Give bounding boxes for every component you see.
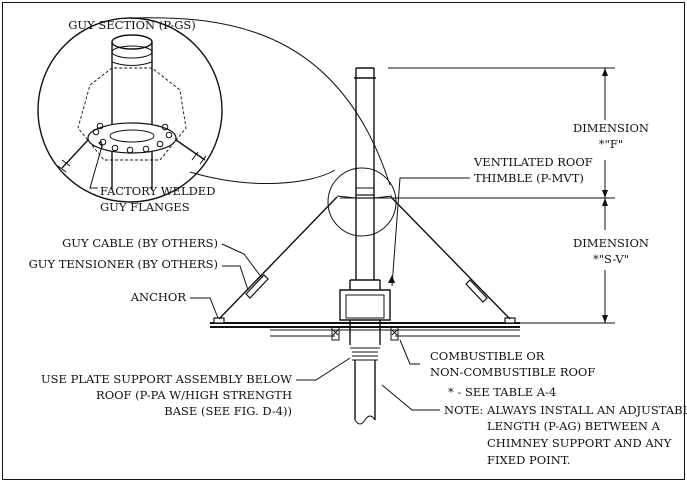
combustible-roof-label-1: COMBUSTIBLE OR [430,349,545,363]
plate-support-label-3: BASE (SEE FIG. D-4)) [164,404,292,418]
dimension-f-label-1: DIMENSION [573,121,649,135]
plate-support-label-1: USE PLATE SUPPORT ASSEMBLY BELOW [41,372,292,386]
note-line-2: LENGTH (P-AG) BETWEEN A [487,419,661,433]
factory-welded-label: FACTORY WELDED [100,184,215,198]
guy-cable-label: GUY CABLE (BY OTHERS) [62,236,218,250]
note-line-1: NOTE: ALWAYS INSTALL AN ADJUSTABLE [444,403,687,417]
dimension-sv-label-2: *"S-V" [593,252,629,266]
guy-section-detail [37,17,223,203]
detail-callout-lower [189,169,336,185]
flange-holes [92,122,173,154]
dimension-f-label-2: *"F" [599,137,623,151]
dimension-lines [388,67,615,324]
combustible-roof-label-2: NON-COMBUSTIBLE ROOF [430,365,595,379]
dimension-sv-label-1: DIMENSION [573,236,649,250]
note-line-4: FIXED POINT. [487,453,570,467]
ventilated-thimble-label-2: THIMBLE (P-MVT) [474,171,584,185]
chimney-pipe [327,67,397,425]
leader-lines [190,177,470,411]
ventilated-thimble-label-1: VENTILATED ROOF [473,155,593,169]
note-line-3: CHIMNEY SUPPORT AND ANY [487,436,672,450]
roof-deck [210,317,520,341]
guy-cables [218,196,511,320]
see-table-label: * - SEE TABLE A-4 [448,385,556,399]
plate-support-label-2: ROOF (P-PA W/HIGH STRENGTH [96,388,292,402]
anchor-label: ANCHOR [130,290,187,304]
guy-section-label: GUY SECTION (P-GS) [68,18,196,32]
detail-callout-upper [129,17,391,186]
guy-tensioner-label: GUY TENSIONER (BY OTHERS) [29,257,218,271]
guy-flanges-label: GUY FLANGES [100,200,190,214]
